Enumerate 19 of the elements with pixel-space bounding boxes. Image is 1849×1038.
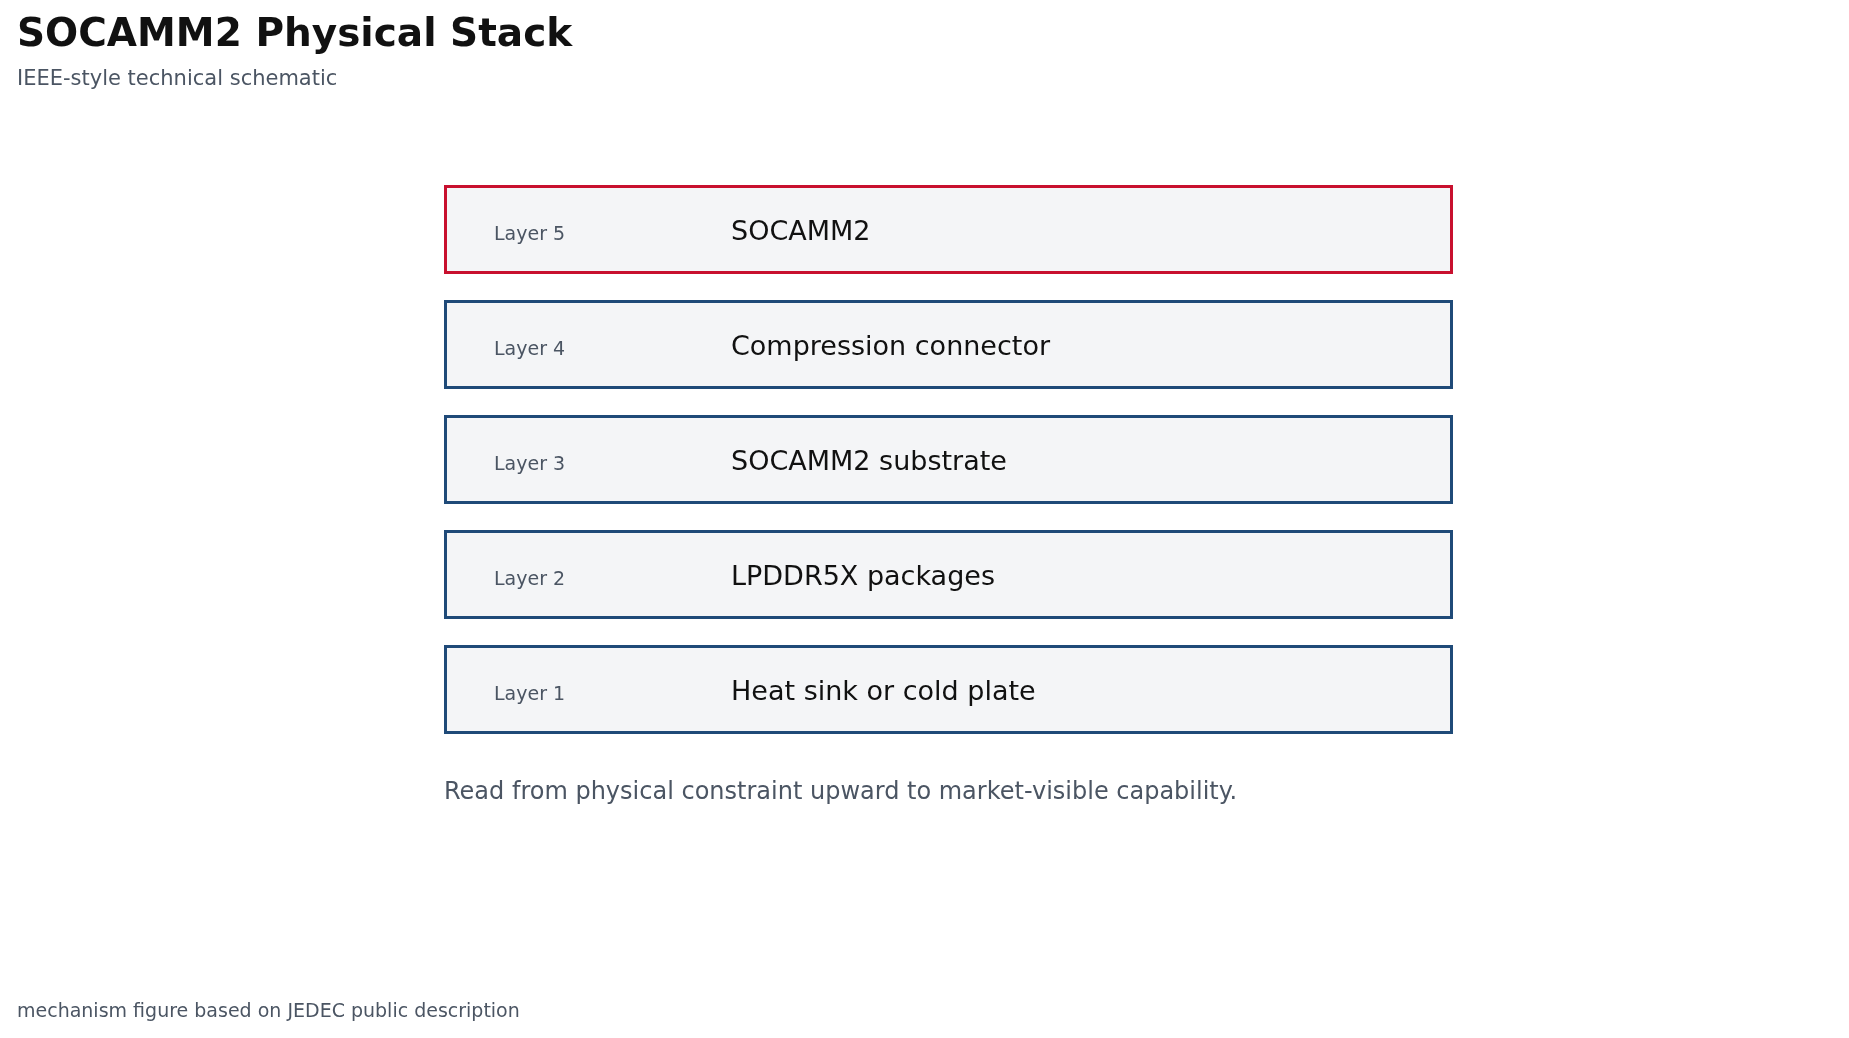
layer-name: SOCAMM2 substrate — [731, 445, 1007, 476]
subtitle: IEEE-style technical schematic — [17, 66, 338, 90]
layer-name: Heat sink or cold plate — [731, 675, 1036, 706]
layer-box — [444, 415, 1453, 504]
layer-box — [444, 645, 1453, 734]
layer-number: Layer 4 — [494, 337, 566, 359]
title: SOCAMM2 Physical Stack — [17, 10, 573, 55]
layer-number: Layer 2 — [494, 567, 566, 589]
layer-box — [444, 300, 1453, 389]
footer-note: mechanism figure based on JEDEC public description — [17, 999, 520, 1021]
layer-name: Compression connector — [731, 330, 1051, 361]
layer-number: Layer 1 — [494, 682, 566, 704]
layer-box — [444, 530, 1453, 619]
caption: Read from physical constraint upward to market-visible capability. — [444, 777, 1238, 805]
layer-box — [444, 185, 1453, 274]
layer-name: SOCAMM2 — [731, 215, 871, 246]
layer-name: LPDDR5X packages — [731, 560, 995, 591]
layer-number: Layer 5 — [494, 222, 566, 244]
layer-number: Layer 3 — [494, 452, 566, 474]
